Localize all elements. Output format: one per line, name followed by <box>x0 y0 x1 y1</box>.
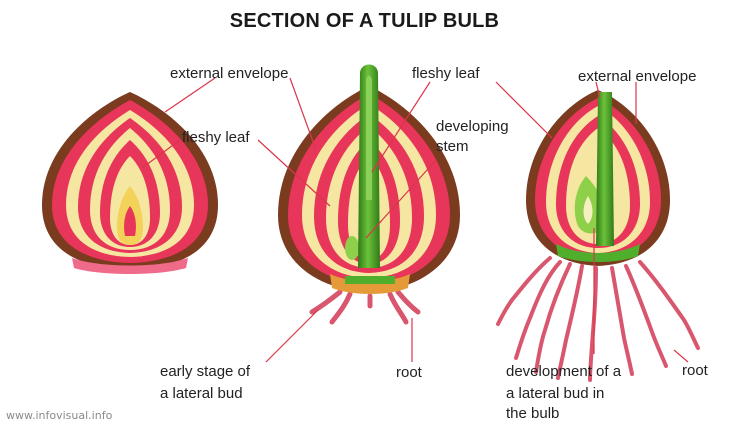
label-early-stage-line2: a lateral bud <box>160 385 243 403</box>
leader-root-right <box>674 350 688 362</box>
bulb-middle-basal-plate <box>345 276 395 284</box>
label-root-middle: root <box>396 364 422 382</box>
label-external-envelope-right: external envelope <box>578 68 696 86</box>
label-early-stage-line1: early stage of <box>160 363 250 381</box>
label-stem: stem <box>436 138 469 156</box>
site-credit: www.infovisual.info <box>6 409 112 422</box>
bulb-middle <box>278 65 460 323</box>
bulb-middle-lateral-bud <box>345 236 359 260</box>
leader-external-envelope-left <box>165 78 215 112</box>
bulb-middle-stem-highlight <box>366 76 372 201</box>
diagram-title: SECTION OF A TULIP BULB <box>0 10 729 33</box>
leader-external-envelope-middle <box>290 78 316 150</box>
leader-early-stage <box>266 310 318 362</box>
bulb-right-stem <box>596 92 614 246</box>
bulb-right-roots <box>498 258 698 380</box>
label-fleshy-leaf-top: fleshy leaf <box>412 65 480 83</box>
label-developing: developing <box>436 118 509 136</box>
label-fleshy-leaf-left: fleshy leaf <box>182 129 250 147</box>
label-root-right: root <box>682 362 708 380</box>
bulb-right <box>498 90 698 380</box>
label-development-line1: development of a <box>506 363 621 381</box>
label-development-line3: the bulb <box>506 405 559 423</box>
label-external-envelope-left: external envelope <box>170 65 288 83</box>
label-development-line2: a lateral bud in <box>506 385 604 403</box>
bulb-left <box>42 92 218 274</box>
bulb-middle-roots <box>312 292 418 322</box>
